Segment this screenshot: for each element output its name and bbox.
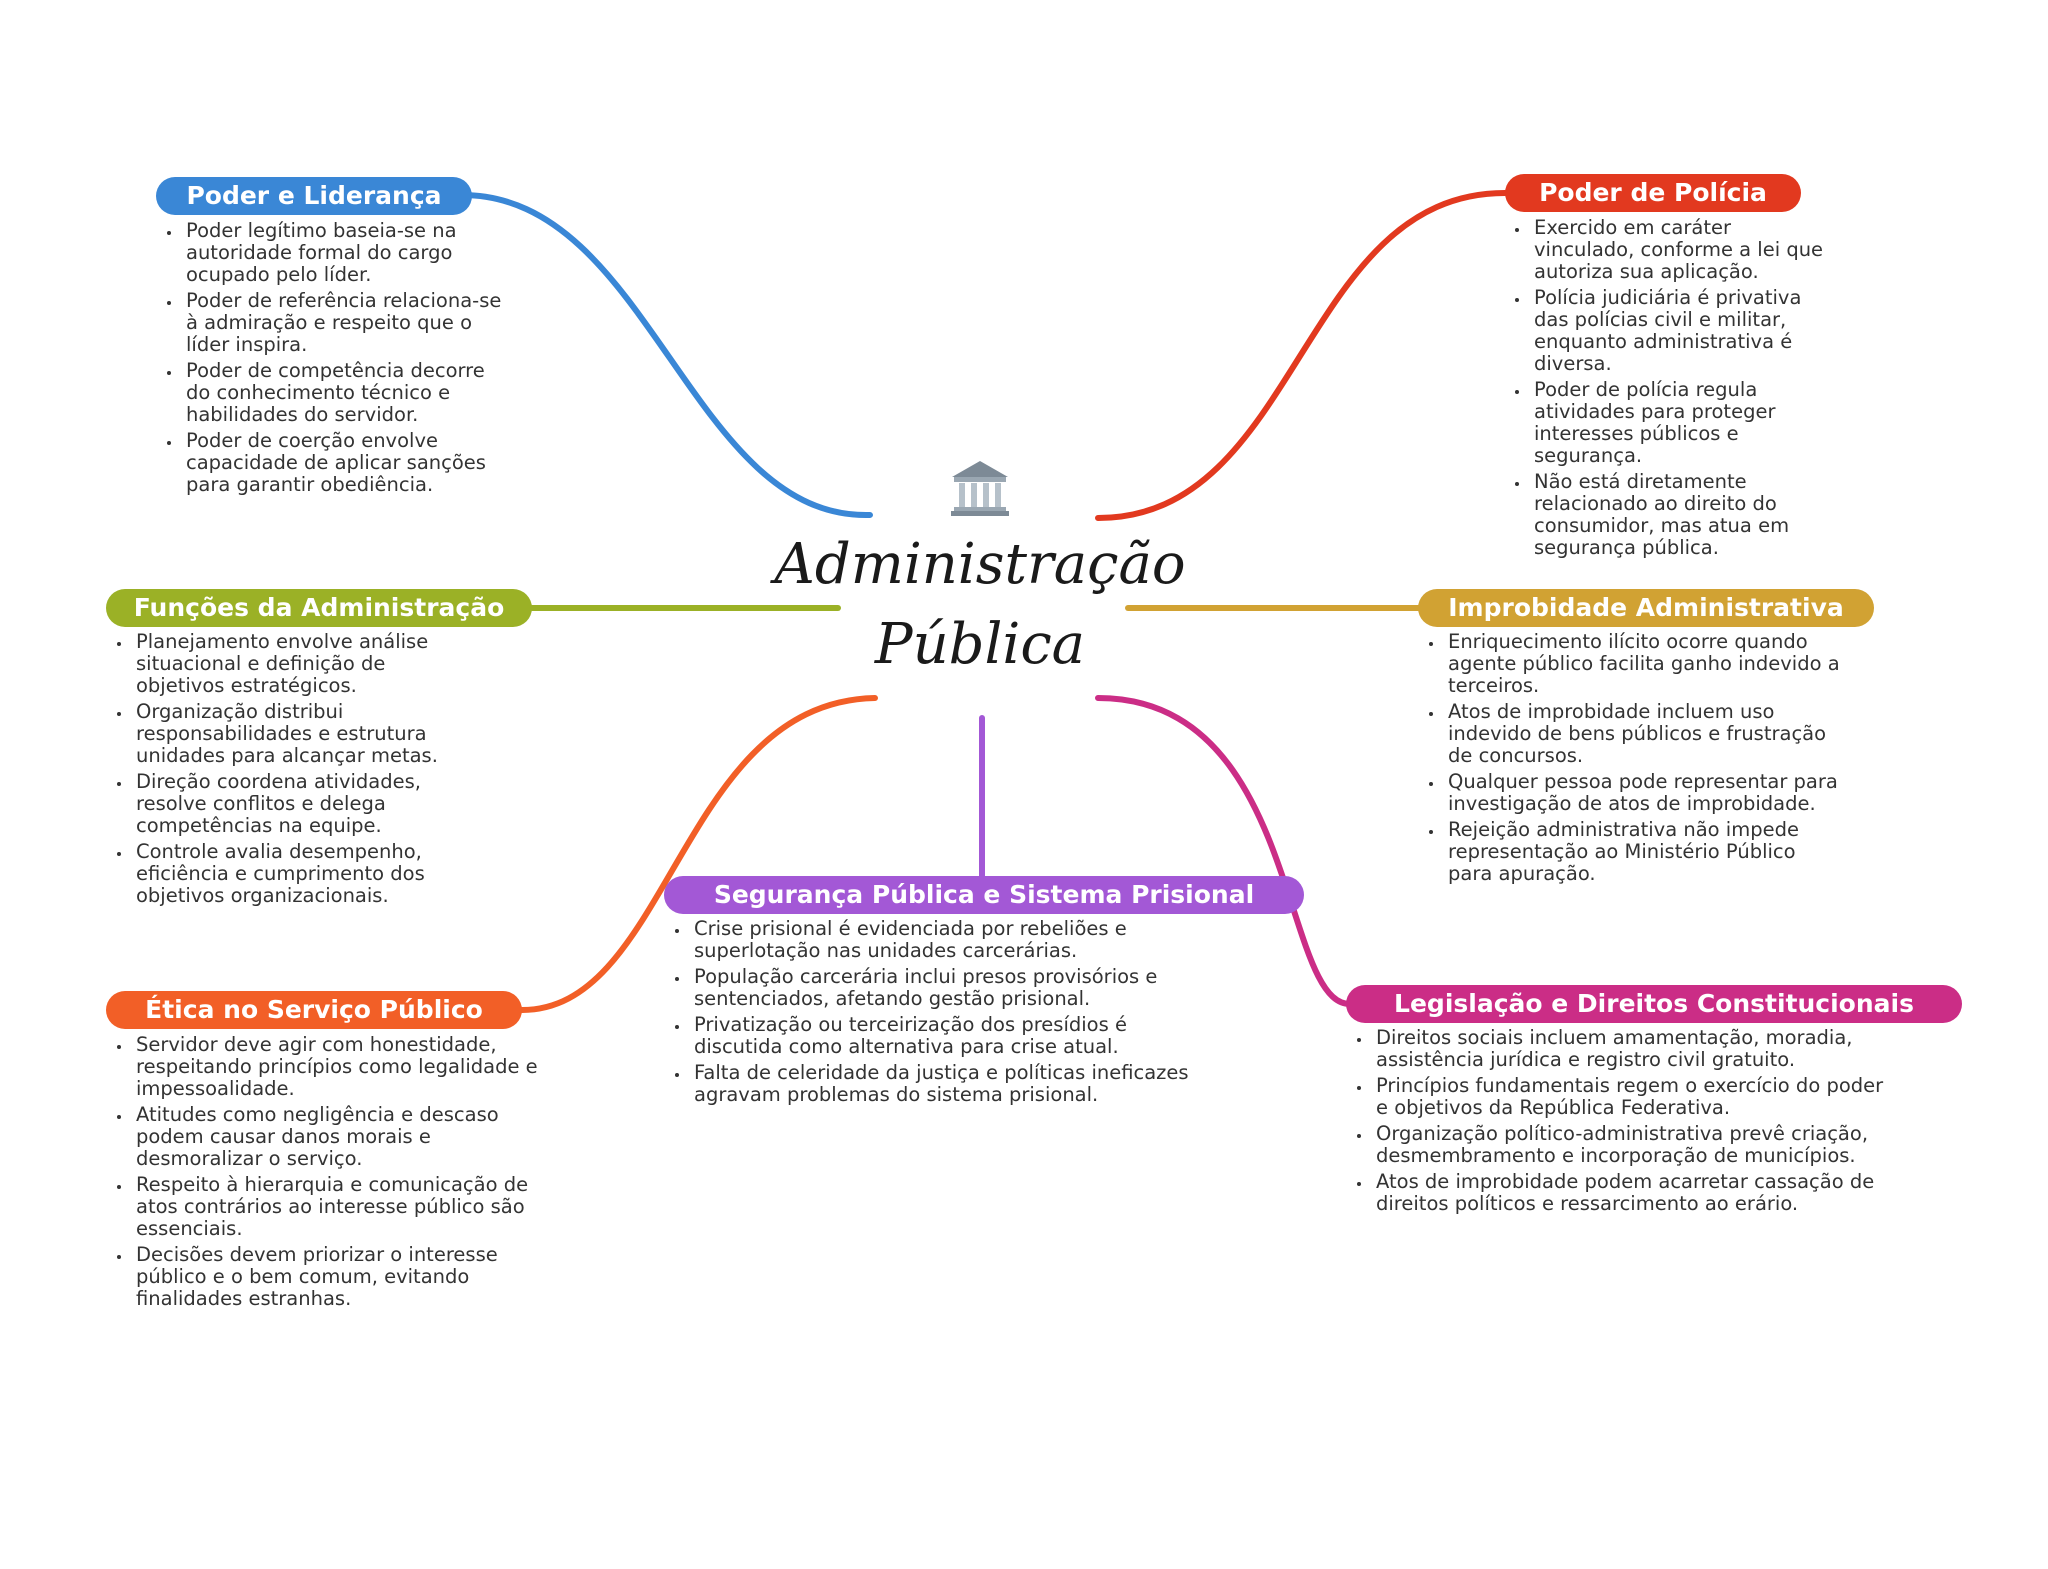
list-item: Controle avalia desempenho, eficiência e… [132, 841, 462, 907]
list-item: Privatização ou terceirização dos presíd… [690, 1014, 1190, 1058]
list-item: Qualquer pessoa pode representar para in… [1444, 771, 1844, 815]
list-item: População carcerária inclui presos provi… [690, 966, 1190, 1010]
connector-etica-servico-publico [519, 695, 878, 1013]
notes-poder-lideranca: Poder legítimo baseia-se na autoridade f… [160, 220, 502, 500]
list-item: Decisões devem priorizar o interesse púb… [132, 1244, 542, 1310]
connector-legislacao [1095, 695, 1353, 1007]
list-item: Atos de improbidade incluem uso indevido… [1444, 701, 1844, 767]
list-item: Servidor deve agir com honestidade, resp… [132, 1034, 542, 1100]
list-item: Falta de celeridade da justiça e polític… [690, 1062, 1190, 1106]
topic-improbidade-administrativa[interactable]: Improbidade Administrativa [1418, 589, 1874, 627]
list-item: Enriquecimento ilícito ocorre quando age… [1444, 631, 1844, 697]
notes-poder-policia: Exercido em caráter vinculado, conforme … [1508, 217, 1830, 563]
list-item: Rejeição administrativa não impede repre… [1444, 819, 1844, 885]
topic-legislacao-direitos[interactable]: Legislação e Direitos Constitucionais [1346, 985, 1962, 1023]
list-item: Poder de polícia regula atividades para … [1530, 379, 1830, 467]
list-item: Poder de referência relaciona-se à admir… [182, 290, 502, 356]
connector-poder-policia [1095, 190, 1508, 521]
notes-funcoes-administracao: Planejamento envolve análise situacional… [110, 631, 462, 911]
list-item: Organização político-administrativa prev… [1372, 1123, 1892, 1167]
list-item: Polícia judiciária é privativa das políc… [1530, 287, 1830, 375]
central-topic: Administração Pública [760, 455, 1200, 685]
notes-improbidade-administrativa: Enriquecimento ilícito ocorre quando age… [1422, 631, 1844, 889]
topic-poder-policia[interactable]: Poder de Polícia [1505, 174, 1801, 212]
list-item: Respeito à hierarquia e comunicação de a… [132, 1174, 542, 1240]
topic-seguranca-publica[interactable]: Segurança Pública e Sistema Prisional [664, 876, 1304, 914]
notes-etica-servico-publico: Servidor deve agir com honestidade, resp… [110, 1034, 542, 1314]
list-item: Atos de improbidade podem acarretar cass… [1372, 1171, 1892, 1215]
list-item: Não está diretamente relacionado ao dire… [1530, 471, 1830, 559]
notes-seguranca-publica: Crise prisional é evidenciada por rebeli… [668, 918, 1190, 1110]
list-item: Direção coordena atividades, resolve con… [132, 771, 462, 837]
list-item: Planejamento envolve análise situacional… [132, 631, 462, 697]
topic-funcoes-administracao[interactable]: Funções da Administração [106, 589, 532, 627]
central-title: Administração Pública [774, 532, 1186, 677]
topic-etica-servico-publico[interactable]: Ética no Serviço Público [106, 991, 522, 1029]
government-building-icon [951, 461, 1009, 516]
list-item: Poder de competência decorre do conhecim… [182, 360, 502, 426]
list-item: Direitos sociais incluem amamentação, mo… [1372, 1027, 1892, 1071]
list-item: Exercido em caráter vinculado, conforme … [1530, 217, 1830, 283]
list-item: Poder legítimo baseia-se na autoridade f… [182, 220, 502, 286]
list-item: Organização distribui responsabilidades … [132, 701, 462, 767]
notes-legislacao-direitos: Direitos sociais incluem amamentação, mo… [1350, 1027, 1892, 1219]
list-item: Crise prisional é evidenciada por rebeli… [690, 918, 1190, 962]
connector-poder-lideranca [459, 192, 873, 519]
list-item: Princípios fundamentais regem o exercíci… [1372, 1075, 1892, 1119]
list-item: Atitudes como negligência e descaso pode… [132, 1104, 542, 1170]
topic-poder-lideranca[interactable]: Poder e Liderança [156, 177, 472, 215]
list-item: Poder de coerção envolve capacidade de a… [182, 430, 502, 496]
